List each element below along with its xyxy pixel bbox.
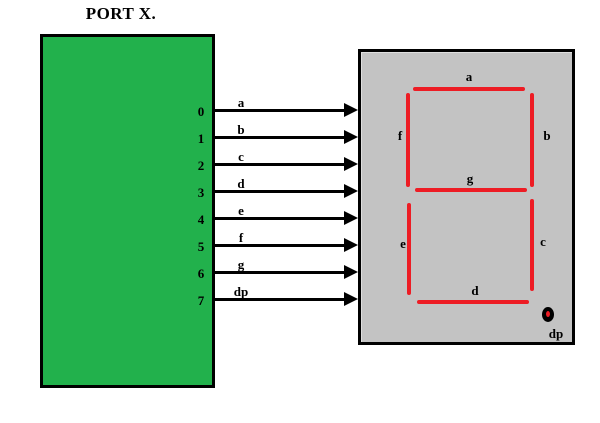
segment-d	[417, 300, 529, 304]
segment-label-g: g	[466, 171, 474, 186]
wire-line	[215, 190, 346, 193]
arrowhead-icon	[344, 103, 358, 117]
wire-line	[215, 298, 346, 301]
wire-label-a: a	[237, 95, 245, 110]
pin-number-3: 3	[197, 185, 205, 200]
wire-label-c: c	[238, 149, 244, 164]
segment-label-dp: dp	[548, 326, 564, 341]
segment-label-c: c	[540, 234, 546, 249]
arrowhead-icon	[344, 184, 358, 198]
segment-label-d: d	[471, 283, 479, 298]
pin-number-7: 7	[197, 293, 205, 308]
segment-label-f: f	[397, 128, 403, 143]
wire-dp: dp	[215, 284, 358, 312]
wire-line	[215, 244, 346, 247]
decimal-point-led	[546, 311, 550, 317]
segment-c	[530, 199, 534, 291]
segment-a	[413, 87, 525, 91]
wire-line	[215, 271, 346, 274]
wire-line	[215, 217, 346, 220]
wire-g: g	[215, 257, 358, 285]
arrowhead-icon	[344, 238, 358, 252]
port-title: PORT X.	[85, 4, 157, 23]
pin-number-5: 5	[197, 239, 205, 254]
arrowhead-icon	[344, 211, 358, 225]
wire-d: d	[215, 176, 358, 204]
wire-a: a	[215, 95, 358, 123]
arrowhead-icon	[344, 157, 358, 171]
wire-label-dp: dp	[233, 284, 249, 299]
port-x-box: 0 1 2 3 4 5 6 7	[40, 34, 215, 388]
segment-label-a: a	[465, 69, 473, 84]
segment-label-b: b	[543, 128, 551, 143]
wire-label-f: f	[238, 230, 244, 245]
segment-f	[406, 93, 410, 187]
wire-label-g: g	[237, 257, 245, 272]
wire-e: e	[215, 203, 358, 231]
wire-label-e: e	[238, 203, 244, 218]
wire-c: c	[215, 149, 358, 177]
wire-b: b	[215, 122, 358, 150]
pin-number-6: 6	[197, 266, 205, 281]
pin-number-0: 0	[197, 104, 205, 119]
wire-line	[215, 109, 346, 112]
wire-line	[215, 136, 346, 139]
arrowhead-icon	[344, 292, 358, 306]
pin-number-4: 4	[197, 212, 205, 227]
pin-number-1: 1	[197, 131, 205, 146]
wire-f: f	[215, 230, 358, 258]
arrowhead-icon	[344, 130, 358, 144]
segment-b	[530, 93, 534, 187]
wire-label-d: d	[237, 176, 245, 191]
seven-segment-display: a f b g e c d dp	[358, 49, 575, 345]
segment-g	[415, 188, 527, 192]
segment-e	[407, 203, 411, 295]
wire-line	[215, 163, 346, 166]
pin-number-2: 2	[197, 158, 205, 173]
arrowhead-icon	[344, 265, 358, 279]
decimal-point-dot	[542, 307, 554, 322]
wire-label-b: b	[237, 122, 245, 137]
segment-label-e: e	[400, 236, 406, 251]
